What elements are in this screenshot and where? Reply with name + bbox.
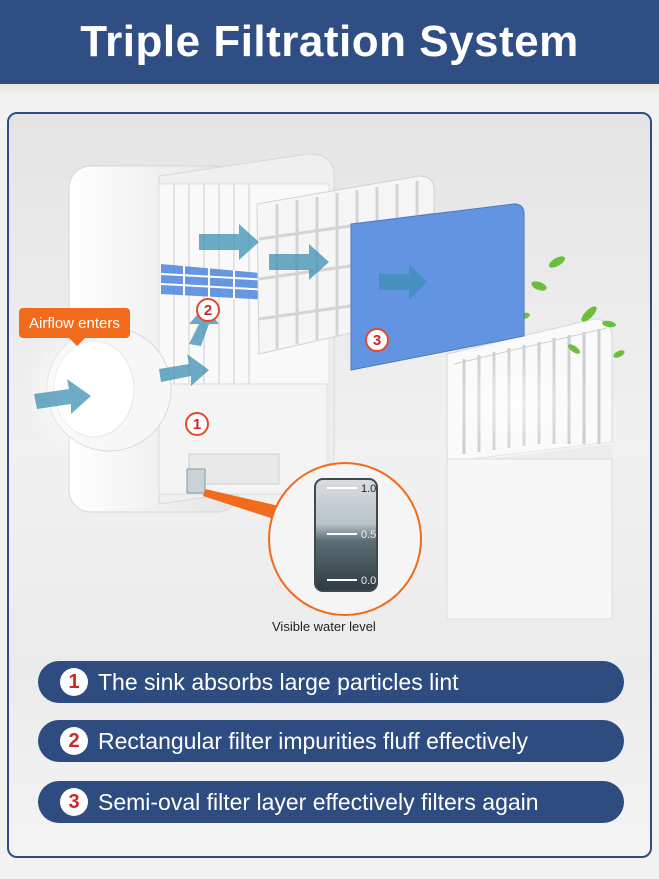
feature-bar-2: 2 Rectangular filter impurities fluff ef… — [38, 720, 624, 762]
water-level-callout-line — [203, 489, 279, 520]
blue-sponge-filter — [350, 203, 525, 371]
gauge-tick-min: 0.0 — [361, 575, 376, 587]
page-title: Triple Filtration System — [80, 17, 579, 66]
water-level-caption: Visible water level — [272, 619, 376, 634]
feature-text-2: Rectangular filter impurities fluff effe… — [98, 727, 528, 754]
gauge-tick-max: 1.0 — [361, 483, 376, 495]
airflow-label-text: Airflow enters — [29, 314, 120, 332]
gauge-tick-mid: 0.5 — [361, 529, 376, 541]
rear-panel — [441, 318, 613, 620]
airflow-arrows — [34, 224, 427, 414]
marker-3: 3 — [365, 328, 389, 352]
feature-bar-1: 1 The sink absorbs large particles lint — [38, 661, 624, 703]
page-header: Triple Filtration System — [0, 0, 659, 84]
marker-2: 2 — [196, 298, 220, 322]
feature-number-2: 2 — [60, 727, 88, 755]
marker-1: 1 — [185, 412, 209, 436]
feature-number-3: 3 — [60, 788, 88, 816]
feature-bar-3: 3 Semi-oval filter layer effectively fil… — [38, 781, 624, 823]
header-divider — [0, 84, 659, 94]
feature-number-1: 1 — [60, 668, 88, 696]
airflow-enters-label: Airflow enters — [19, 308, 130, 346]
feature-text-3: Semi-oval filter layer effectively filte… — [98, 788, 539, 815]
product-illustration-frame: 1.0 0.5 0.0 Airflow enters 1 2 3 Visible… — [7, 112, 652, 858]
product-illustration: 1.0 0.5 0.0 — [19, 153, 625, 620]
feature-text-1: The sink absorbs large particles lint — [98, 668, 459, 695]
water-level-gauge: 1.0 0.5 0.0 — [268, 462, 422, 616]
